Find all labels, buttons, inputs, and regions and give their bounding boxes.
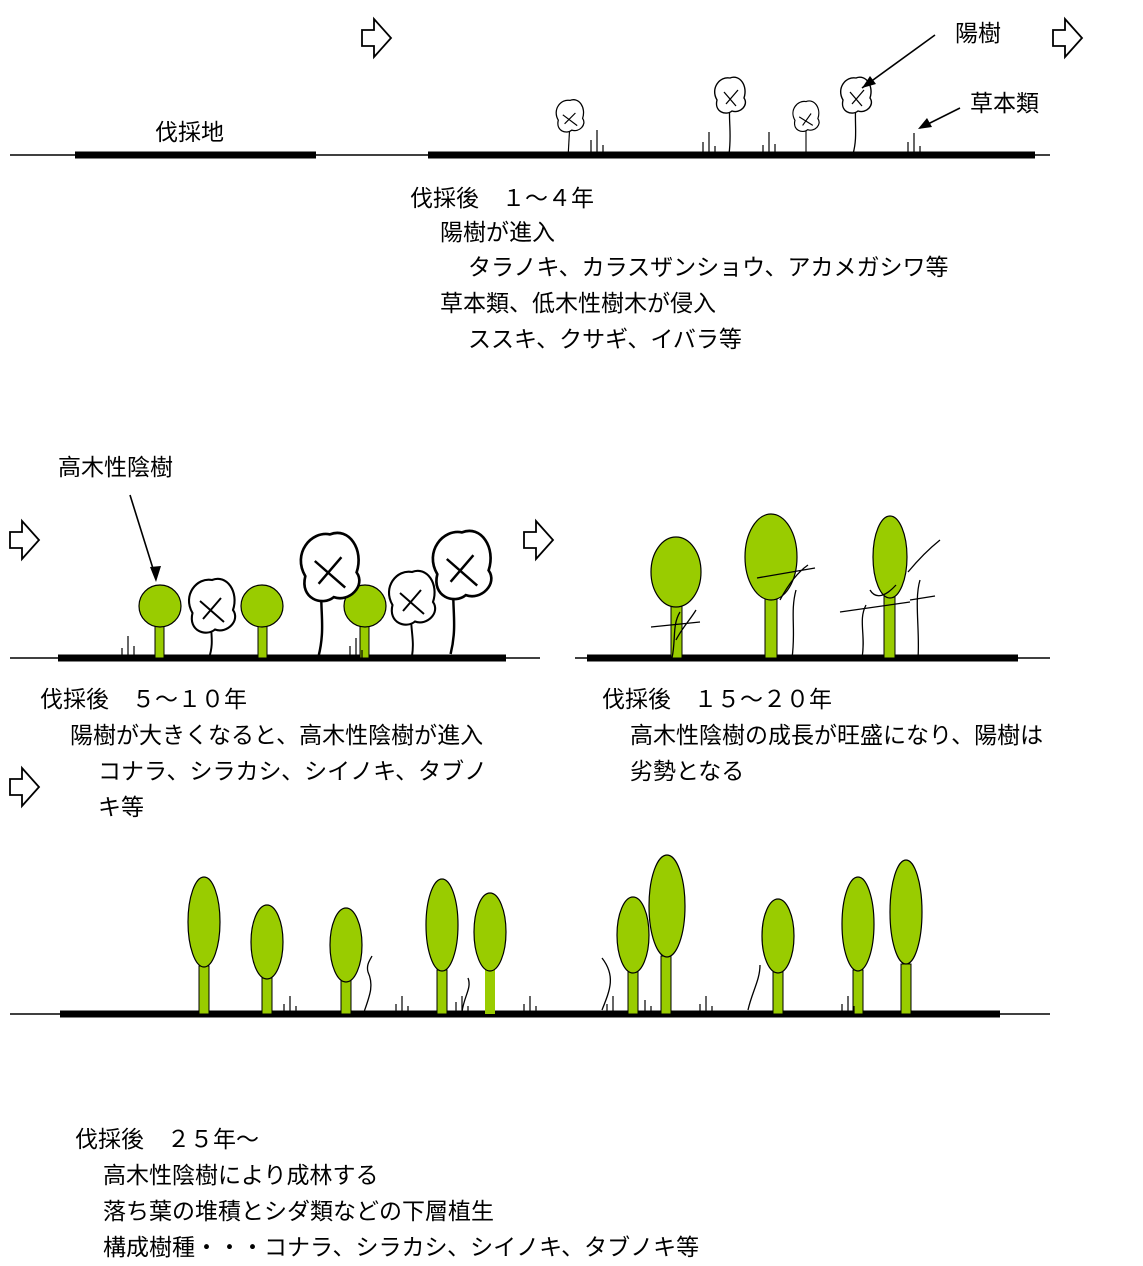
withered-sun-tree-vines: [650, 539, 941, 659]
shade-tree-icon: [473, 892, 507, 1014]
leader-arrowhead-icon: [862, 76, 876, 88]
shade-tree-icon: [648, 854, 686, 1015]
sun-tree-icon: [839, 76, 873, 155]
stage4-heading: 伐採後 ２５年～: [75, 1127, 259, 1153]
stage1-line3: 草本類、低木性樹木が侵入: [440, 291, 716, 317]
stage1-line1: 陽樹が進入: [440, 220, 555, 246]
stage2-heading: 伐採後 ５～１０年: [40, 687, 247, 713]
next-stage-arrow-icon: [361, 18, 392, 58]
shade-tree-icon: [889, 859, 923, 1015]
grass-label: 草本類: [970, 91, 1039, 117]
sun-tree-icon: [792, 100, 820, 153]
sun-tree-icon: [431, 529, 493, 655]
leader-arrowhead-icon: [150, 566, 161, 582]
stage4-line3: 構成樹種・・・コナラ、シラカシ、シイノキ、タブノキ等: [103, 1235, 700, 1261]
leader-arrowhead-icon: [918, 118, 932, 129]
shade-tree-icon: [138, 584, 182, 659]
sun-tree-icon: [555, 99, 585, 155]
sun-tree-leader: [861, 34, 936, 89]
shade-tree-icon: [650, 536, 702, 659]
sun-tree-icon: [299, 531, 361, 657]
shade-tree-icon: [250, 904, 284, 1015]
tall-shade-tree-label: 高木性陰樹: [58, 455, 173, 481]
sun-tree-icon: [187, 577, 237, 659]
stage4-forest: [187, 854, 923, 1015]
stage1-line2: タラノキ、カラスザンショウ、アカメガシワ等: [468, 255, 949, 281]
next-stage-arrow-icon: [1052, 18, 1083, 58]
shade-tree-icon: [616, 896, 650, 1015]
next-stage-arrow-icon: [9, 767, 40, 807]
stage2-line1: 陽樹が大きくなると、高木性陰樹が進入: [70, 723, 484, 749]
fern-undergrowth: [363, 955, 761, 1013]
shade-tree-icon: [425, 878, 459, 1015]
stage2-line2: コナラ、シラカシ、シイノキ、タブノ: [98, 759, 488, 785]
stage4-line2: 落ち葉の堆積とシダ類などの下層植生: [103, 1199, 494, 1225]
shade-tree-icon: [841, 876, 875, 1015]
stage3-line2: 劣勢となる: [630, 759, 745, 785]
shade-tree-leader: [129, 494, 156, 576]
stage1-line4: ススキ、クサギ、イバラ等: [468, 327, 742, 353]
stage3-heading: 伐採後 １５～２０年: [602, 687, 832, 713]
shade-tree-icon: [872, 515, 908, 659]
grass-tufts: [590, 130, 921, 155]
grass-tufts: [283, 996, 855, 1014]
sun-tree-icon: [387, 569, 437, 657]
shade-tree-icon: [187, 876, 221, 1015]
shade-tree-icon: [761, 898, 795, 1015]
shade-tree-icon: [329, 907, 363, 1015]
stage4-line1: 高木性陰樹により成林する: [103, 1163, 379, 1189]
shade-tree-icon: [240, 584, 284, 659]
stage1-heading: 伐採後 １～４年: [410, 186, 594, 212]
next-stage-arrow-icon: [523, 520, 554, 560]
cut-site-label: 伐採地: [155, 120, 224, 146]
shade-tree-icon: [343, 584, 387, 659]
sun-tree-label: 陽樹: [955, 21, 1001, 47]
shade-tree-icon: [744, 513, 798, 659]
grass-tufts: [121, 636, 363, 658]
stage2-line3: キ等: [98, 795, 144, 821]
stage3-line1: 高木性陰樹の成長が旺盛になり、陽樹は: [630, 723, 1044, 749]
next-stage-arrow-icon: [9, 520, 40, 560]
sun-tree-icon: [713, 76, 747, 155]
